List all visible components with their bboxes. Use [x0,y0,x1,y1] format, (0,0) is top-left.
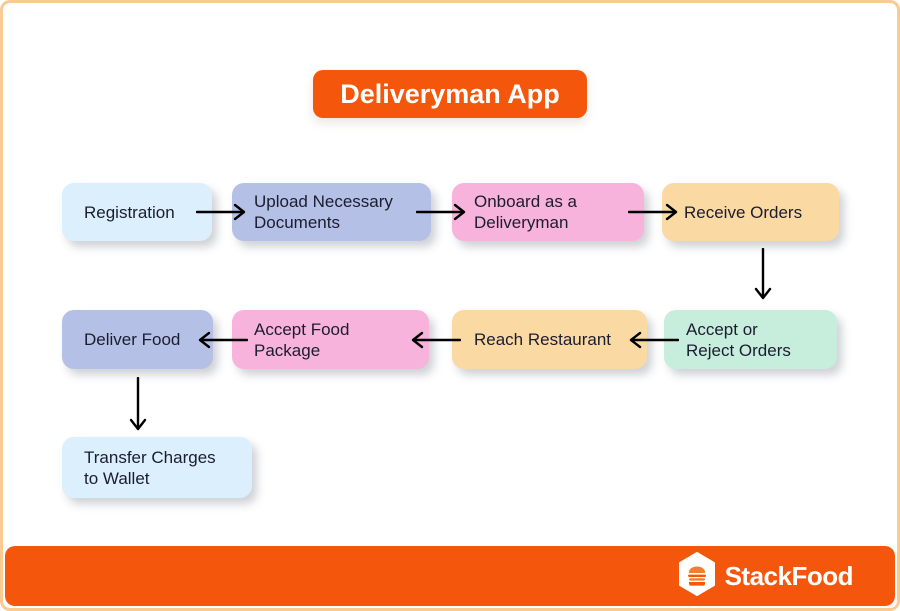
arrow-left-icon [196,331,248,349]
node-receive-orders: Receive Orders [662,183,839,241]
node-accept-food-package: Accept Food Package [232,310,429,369]
node-label: Onboard as a Deliveryman [474,192,578,232]
burger-hexagon-icon [677,551,717,601]
arrow-right-icon [196,203,248,221]
arrow-down-icon [129,377,147,433]
arrow-down-icon [754,248,772,302]
arrow-left-icon [409,331,461,349]
arrow-right-icon [628,203,680,221]
arrow-left-icon [627,331,679,349]
page-title: Deliveryman App [313,70,587,118]
node-upload-necessary-documents: Upload Necessary Documents [232,183,431,241]
footer-brand-bar: StackFood [5,546,895,606]
node-label: Registration [84,202,175,222]
node-label: Receive Orders [684,202,803,222]
node-label: Deliver Food [84,330,181,349]
node-accept-or-reject-orders: Accept or Reject Orders [664,310,837,369]
node-transfer-charges-to-wallet: Transfer Charges to Wallet [62,437,252,498]
node-label: Accept Food Package [254,319,350,360]
arrow-right-icon [416,203,468,221]
node-label: Accept or Reject Orders [686,319,791,360]
brand-name: StackFood [724,560,854,591]
node-deliver-food: Deliver Food [62,310,213,369]
node-registration: Registration [62,183,212,241]
node-reach-restaurant: Reach Restaurant [452,310,647,369]
page-title-label: Deliveryman App [340,78,560,109]
node-label: Upload Necessary Documents [254,192,393,232]
node-onboard-as-a-deliveryman: Onboard as a Deliveryman [452,183,644,241]
node-label: Reach Restaurant [474,330,612,349]
node-label: Transfer Charges to Wallet [84,447,216,488]
